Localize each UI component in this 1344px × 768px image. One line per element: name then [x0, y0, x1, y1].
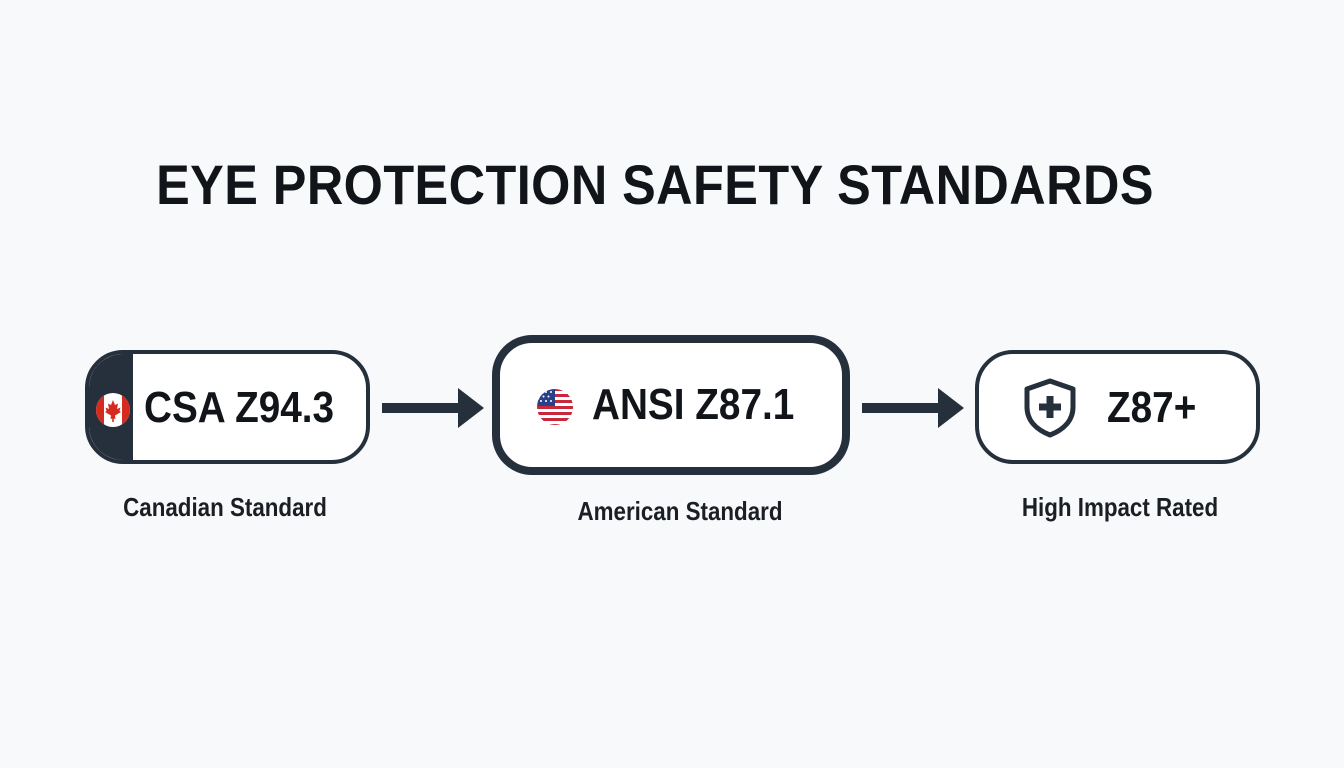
badge-label: ANSI Z87.1: [592, 380, 795, 429]
csa-standard-badge: CSA Z94.3: [85, 350, 370, 464]
ansi-standard-badge: ANSI Z87.1: [492, 335, 850, 475]
shield-plus-icon: [1024, 378, 1076, 438]
canada-flag-icon: [96, 393, 130, 427]
badge-label: CSA Z94.3: [144, 383, 335, 432]
arrow-right-icon: [382, 388, 484, 428]
badge-label: Z87+: [1107, 383, 1197, 432]
arrow-right-icon: [862, 388, 964, 428]
z87-caption: High Impact Rated: [1021, 492, 1219, 522]
usa-flag-icon: [537, 389, 573, 425]
csa-caption: Canadian Standard: [123, 492, 327, 522]
z87-plus-badge: Z87+: [975, 350, 1260, 464]
diagram-title: EYE PROTECTION SAFETY STANDARDS: [156, 153, 1154, 216]
ansi-caption: American Standard: [577, 496, 783, 526]
